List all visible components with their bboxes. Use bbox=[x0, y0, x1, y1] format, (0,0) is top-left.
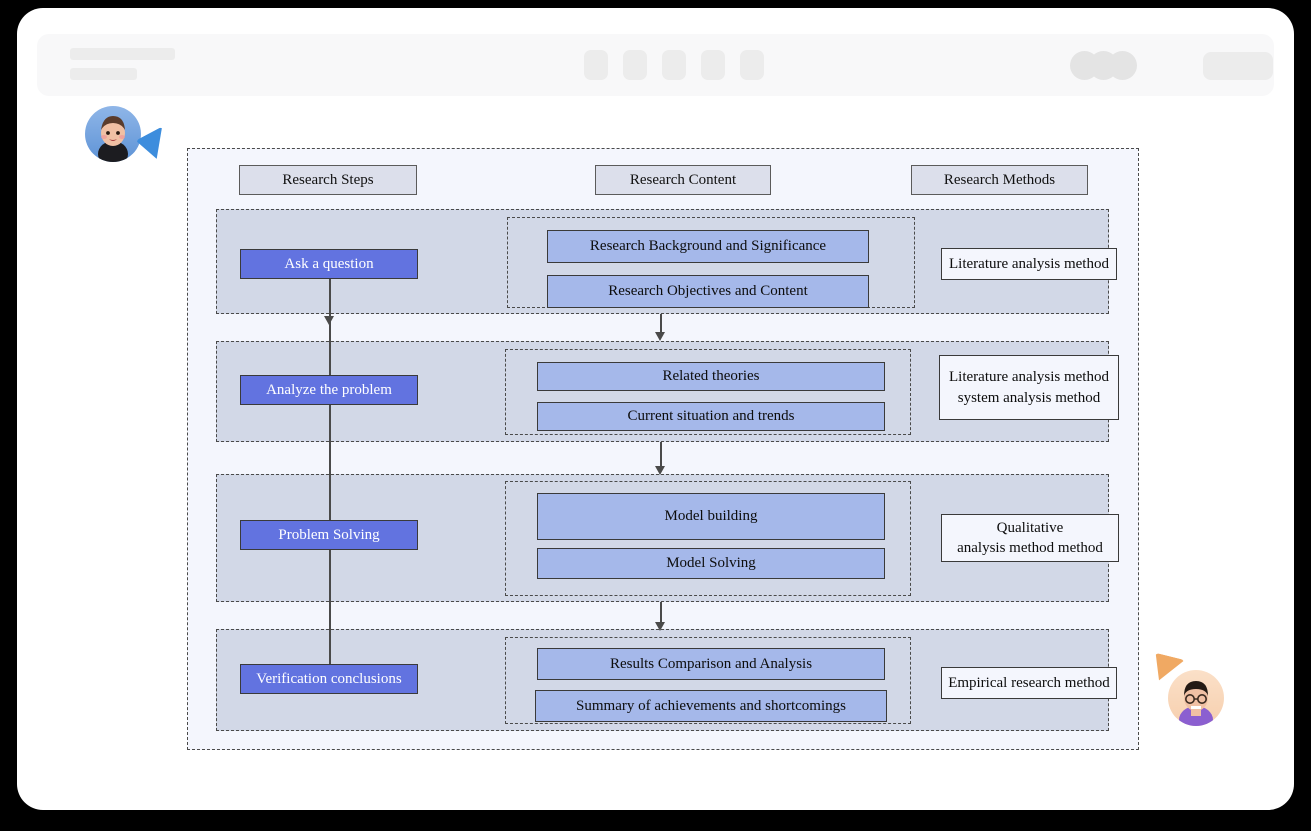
content-box-3-2[interactable]: Model Solving bbox=[537, 548, 885, 579]
avatar-right-illustration bbox=[1179, 681, 1213, 726]
toolbar-action-button[interactable] bbox=[1203, 52, 1273, 80]
method-box-3: Qualitative analysis method method bbox=[941, 514, 1119, 562]
content-box-1-2[interactable]: Research Objectives and Content bbox=[547, 275, 869, 308]
content-box-4-2[interactable]: Summary of achievements and shortcomings bbox=[535, 690, 887, 722]
avatar-left-illustration bbox=[98, 116, 128, 162]
collaborator-avatar-left bbox=[85, 106, 141, 162]
content-flow-line-3 bbox=[660, 602, 662, 626]
step-box-problem-solving[interactable]: Problem Solving bbox=[240, 520, 418, 550]
diagram-row-2: Analyze the problem Related theories Cur… bbox=[216, 341, 1119, 442]
content-box-4-1[interactable]: Results Comparison and Analysis bbox=[537, 648, 885, 680]
cursor-pointer-left bbox=[135, 126, 175, 164]
toolbar-tab-placeholder-2[interactable] bbox=[623, 50, 647, 80]
app-toolbar bbox=[37, 34, 1274, 96]
step-box-ask-a-question[interactable]: Ask a question bbox=[240, 249, 418, 279]
toolbar-tab-placeholder-3[interactable] bbox=[662, 50, 686, 80]
app-window: Research Steps Research Content Research… bbox=[17, 8, 1294, 810]
step-flow-arrowhead-2 bbox=[324, 316, 334, 325]
content-flow-arrowhead-3 bbox=[655, 622, 665, 631]
method-box-1: Literature analysis method bbox=[941, 248, 1117, 280]
content-flow-arrowhead-2 bbox=[655, 466, 665, 475]
content-box-2-2[interactable]: Current situation and trends bbox=[537, 402, 885, 431]
column-header-research-content: Research Content bbox=[595, 165, 771, 195]
content-flow-arrowhead-1 bbox=[655, 332, 665, 341]
avatar-stack-item-3[interactable] bbox=[1108, 51, 1137, 80]
method-box-4: Empirical research method bbox=[941, 667, 1117, 699]
research-framework-diagram: Research Steps Research Content Research… bbox=[187, 148, 1139, 750]
content-group-3 bbox=[505, 481, 911, 596]
step-box-verification-conclusions[interactable]: Verification conclusions bbox=[240, 664, 418, 694]
method-box-2: Literature analysis method system analys… bbox=[939, 355, 1119, 420]
title-skeleton-bar-1 bbox=[70, 48, 175, 60]
column-header-research-methods: Research Methods bbox=[911, 165, 1088, 195]
step-box-analyze-the-problem[interactable]: Analyze the problem bbox=[240, 375, 418, 405]
diagram-row-1: Ask a question Research Background and S… bbox=[216, 209, 1117, 314]
step-flow-spine bbox=[329, 278, 331, 679]
content-group-2 bbox=[505, 349, 911, 435]
content-flow-line-1 bbox=[660, 314, 662, 336]
diagram-row-3: Problem Solving Model building Model Sol… bbox=[216, 474, 1119, 602]
title-skeleton-bar-2 bbox=[70, 68, 137, 80]
toolbar-tab-placeholder-5[interactable] bbox=[740, 50, 764, 80]
cursor-pointer-right bbox=[1149, 652, 1185, 686]
toolbar-tab-placeholder-4[interactable] bbox=[701, 50, 725, 80]
content-box-2-1[interactable]: Related theories bbox=[537, 362, 885, 391]
content-flow-line-2 bbox=[660, 442, 662, 470]
content-box-3-1[interactable]: Model building bbox=[537, 493, 885, 540]
content-group-4 bbox=[505, 637, 911, 724]
diagram-row-4: Verification conclusions Results Compari… bbox=[216, 629, 1117, 731]
avatar-left-face bbox=[85, 106, 141, 162]
column-header-research-steps: Research Steps bbox=[239, 165, 417, 195]
collaborator-avatar-right bbox=[1168, 670, 1224, 726]
content-box-1-1[interactable]: Research Background and Significance bbox=[547, 230, 869, 263]
avatar-right-face bbox=[1168, 670, 1224, 726]
toolbar-tab-placeholder-1[interactable] bbox=[584, 50, 608, 80]
